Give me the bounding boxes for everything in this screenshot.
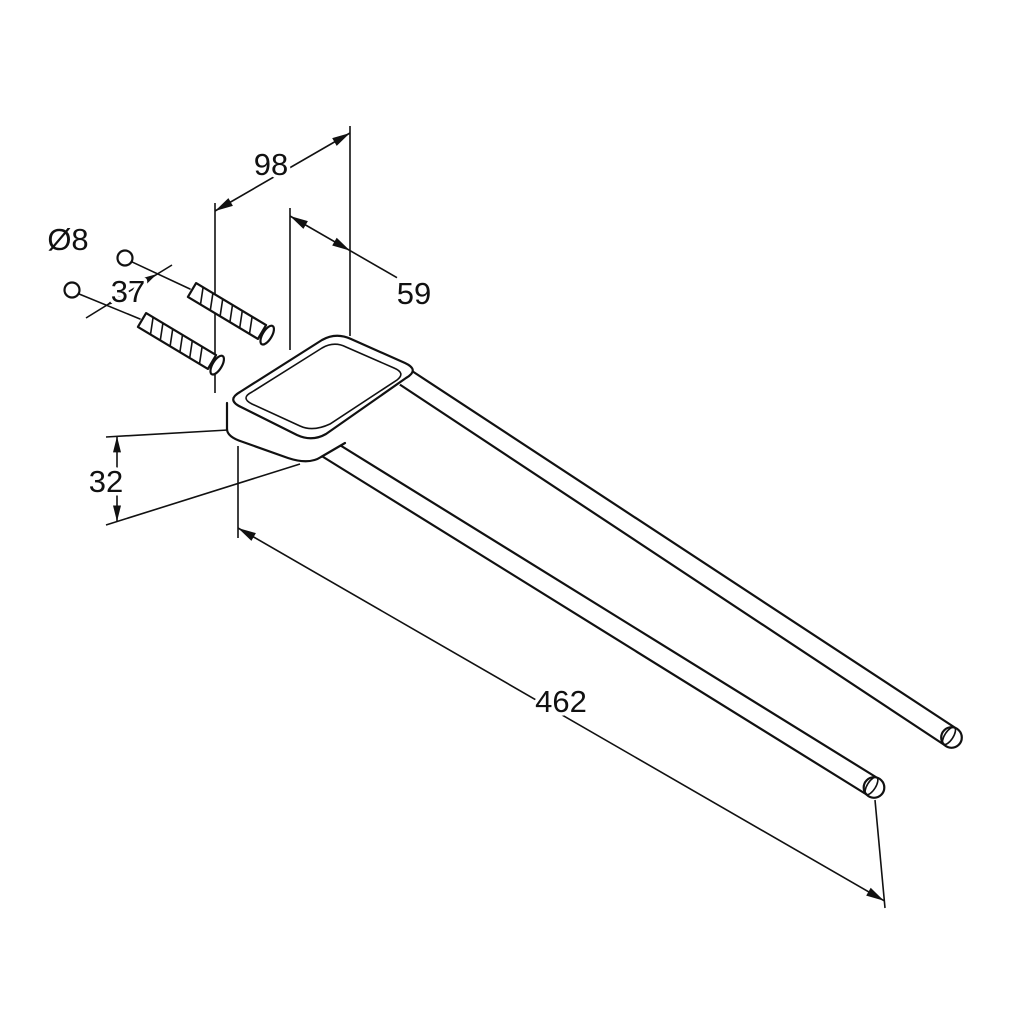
plug-collar <box>259 324 276 346</box>
dim-label-59: 59 <box>397 276 431 311</box>
arrowhead <box>866 887 884 901</box>
plug-body <box>186 282 268 340</box>
dim-label-37: 37 <box>111 274 145 309</box>
extension-line <box>105 429 229 438</box>
dim-label-diameter: Ø8 <box>47 222 88 257</box>
dimension-line <box>214 132 351 212</box>
dim-label-32: 32 <box>89 464 123 499</box>
bracket-front-bottom-edge <box>225 427 347 463</box>
mount-bracket <box>225 334 414 463</box>
bracket-silhouette <box>227 335 413 462</box>
screw-head <box>116 249 134 267</box>
arrowhead <box>106 294 122 306</box>
extension-line <box>874 799 886 909</box>
arrowhead <box>290 216 308 229</box>
extension-line <box>105 463 301 526</box>
dimension-32 <box>105 429 301 526</box>
screw-shank <box>77 292 141 320</box>
screw-upper <box>116 249 191 290</box>
arrowhead <box>332 133 350 146</box>
arm-top-edge <box>320 432 881 781</box>
dimension-462 <box>237 446 886 909</box>
wall-plug-upper <box>186 282 276 346</box>
screw-head <box>63 281 81 299</box>
screw-lower <box>63 281 141 320</box>
plug-threads <box>149 316 203 365</box>
arm-bottom-edge <box>310 448 871 798</box>
wall-plug-lower <box>136 312 226 376</box>
arm-end-cap-rim <box>941 726 957 746</box>
plug-threads <box>199 286 253 335</box>
bracket-top-face-inner-edge <box>245 343 402 430</box>
arm-end-cap-rim <box>864 776 879 796</box>
plug-body <box>136 312 218 370</box>
dimension-labels: Ø8 37 98 59 32 462 <box>44 144 591 723</box>
arrowhead <box>215 198 233 211</box>
towel-arm-front <box>310 432 886 799</box>
dimension-59 <box>289 208 398 350</box>
arrowhead <box>238 528 256 541</box>
arrowhead <box>332 237 350 251</box>
dim-label-462: 462 <box>535 684 587 719</box>
dim-label-98: 98 <box>254 147 288 182</box>
arrowhead <box>113 505 121 522</box>
arm-bottom-edge <box>397 382 948 748</box>
plug-collar <box>209 354 226 376</box>
arrowhead <box>141 274 157 286</box>
bracket-top-face <box>232 334 414 440</box>
screw-shank <box>130 260 191 290</box>
arm-top-edge <box>410 369 959 731</box>
towel-arm-rear <box>397 369 963 749</box>
arrowhead <box>113 436 121 453</box>
dimension-line <box>237 527 885 902</box>
